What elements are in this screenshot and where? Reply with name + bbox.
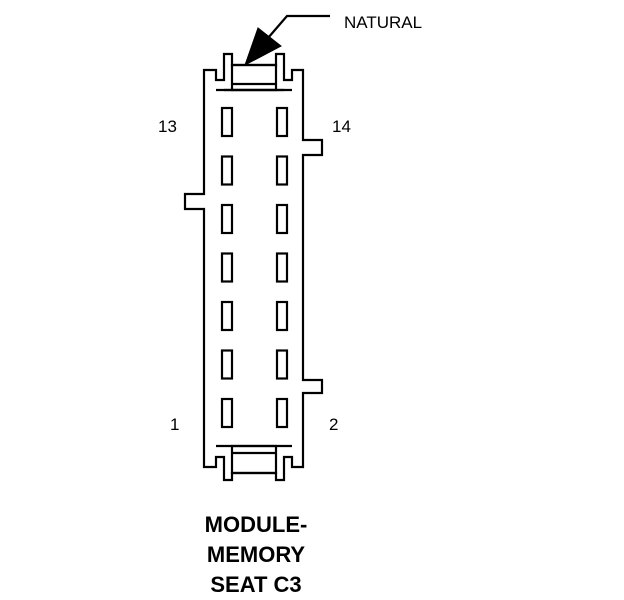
callout-arrowhead (244, 27, 282, 67)
pin-label-1: 1 (170, 415, 179, 434)
terminal-cavity (220, 155, 234, 186)
terminal-cavity (220, 203, 234, 235)
terminal-cavity (275, 349, 289, 380)
terminal-cavity (220, 349, 234, 380)
pin-label-14: 14 (332, 117, 351, 136)
terminal-cavity (220, 397, 234, 429)
bottom-latch (216, 444, 292, 475)
terminal-cavity (275, 397, 289, 429)
connector-title-line-3: SEAT C3 (210, 572, 301, 597)
top-latch (216, 63, 292, 92)
terminal-cavity (275, 252, 289, 283)
terminal-cavity (275, 300, 289, 332)
color-label: NATURAL (344, 13, 422, 32)
terminal-cavity (220, 300, 234, 332)
natural-callout: NATURAL (244, 13, 422, 67)
pin-label-2: 2 (329, 415, 338, 434)
connector-title-line-2: MEMORY (207, 542, 306, 567)
pin-label-13: 13 (158, 117, 177, 136)
terminal-cavities (220, 106, 289, 429)
terminal-cavity (275, 106, 289, 138)
terminal-cavity (220, 252, 234, 283)
connector-body-outline (183, 52, 324, 482)
connector-title-line-1: MODULE- (205, 512, 308, 537)
terminal-cavity (220, 106, 234, 138)
terminal-cavity (275, 203, 289, 235)
callout-leader-line (267, 14, 330, 39)
terminal-cavity (275, 155, 289, 186)
